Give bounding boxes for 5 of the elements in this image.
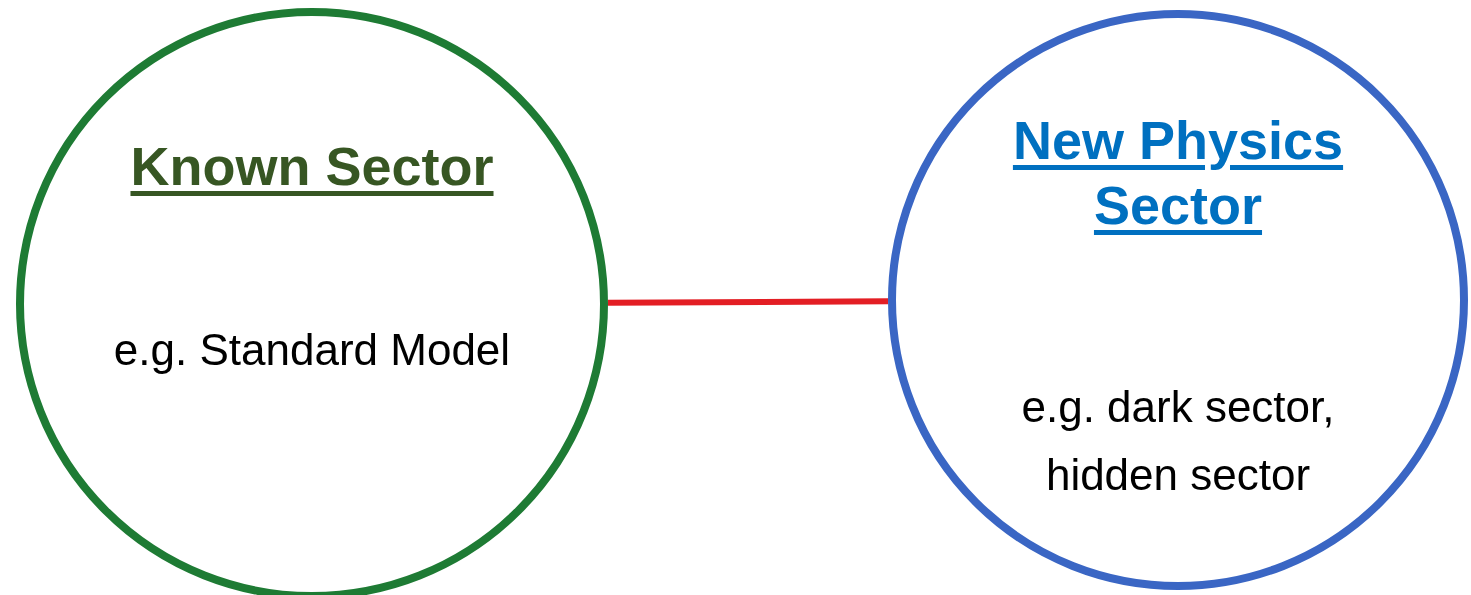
connector-line [608,298,888,306]
sector-example: e.g. dark sector, hidden sector [1020,381,1336,502]
sector-heading: New Physics Sector [1011,109,1345,237]
sector-example: e.g. Standard Model [112,324,512,376]
sector-heading: Known Sector [129,135,495,198]
